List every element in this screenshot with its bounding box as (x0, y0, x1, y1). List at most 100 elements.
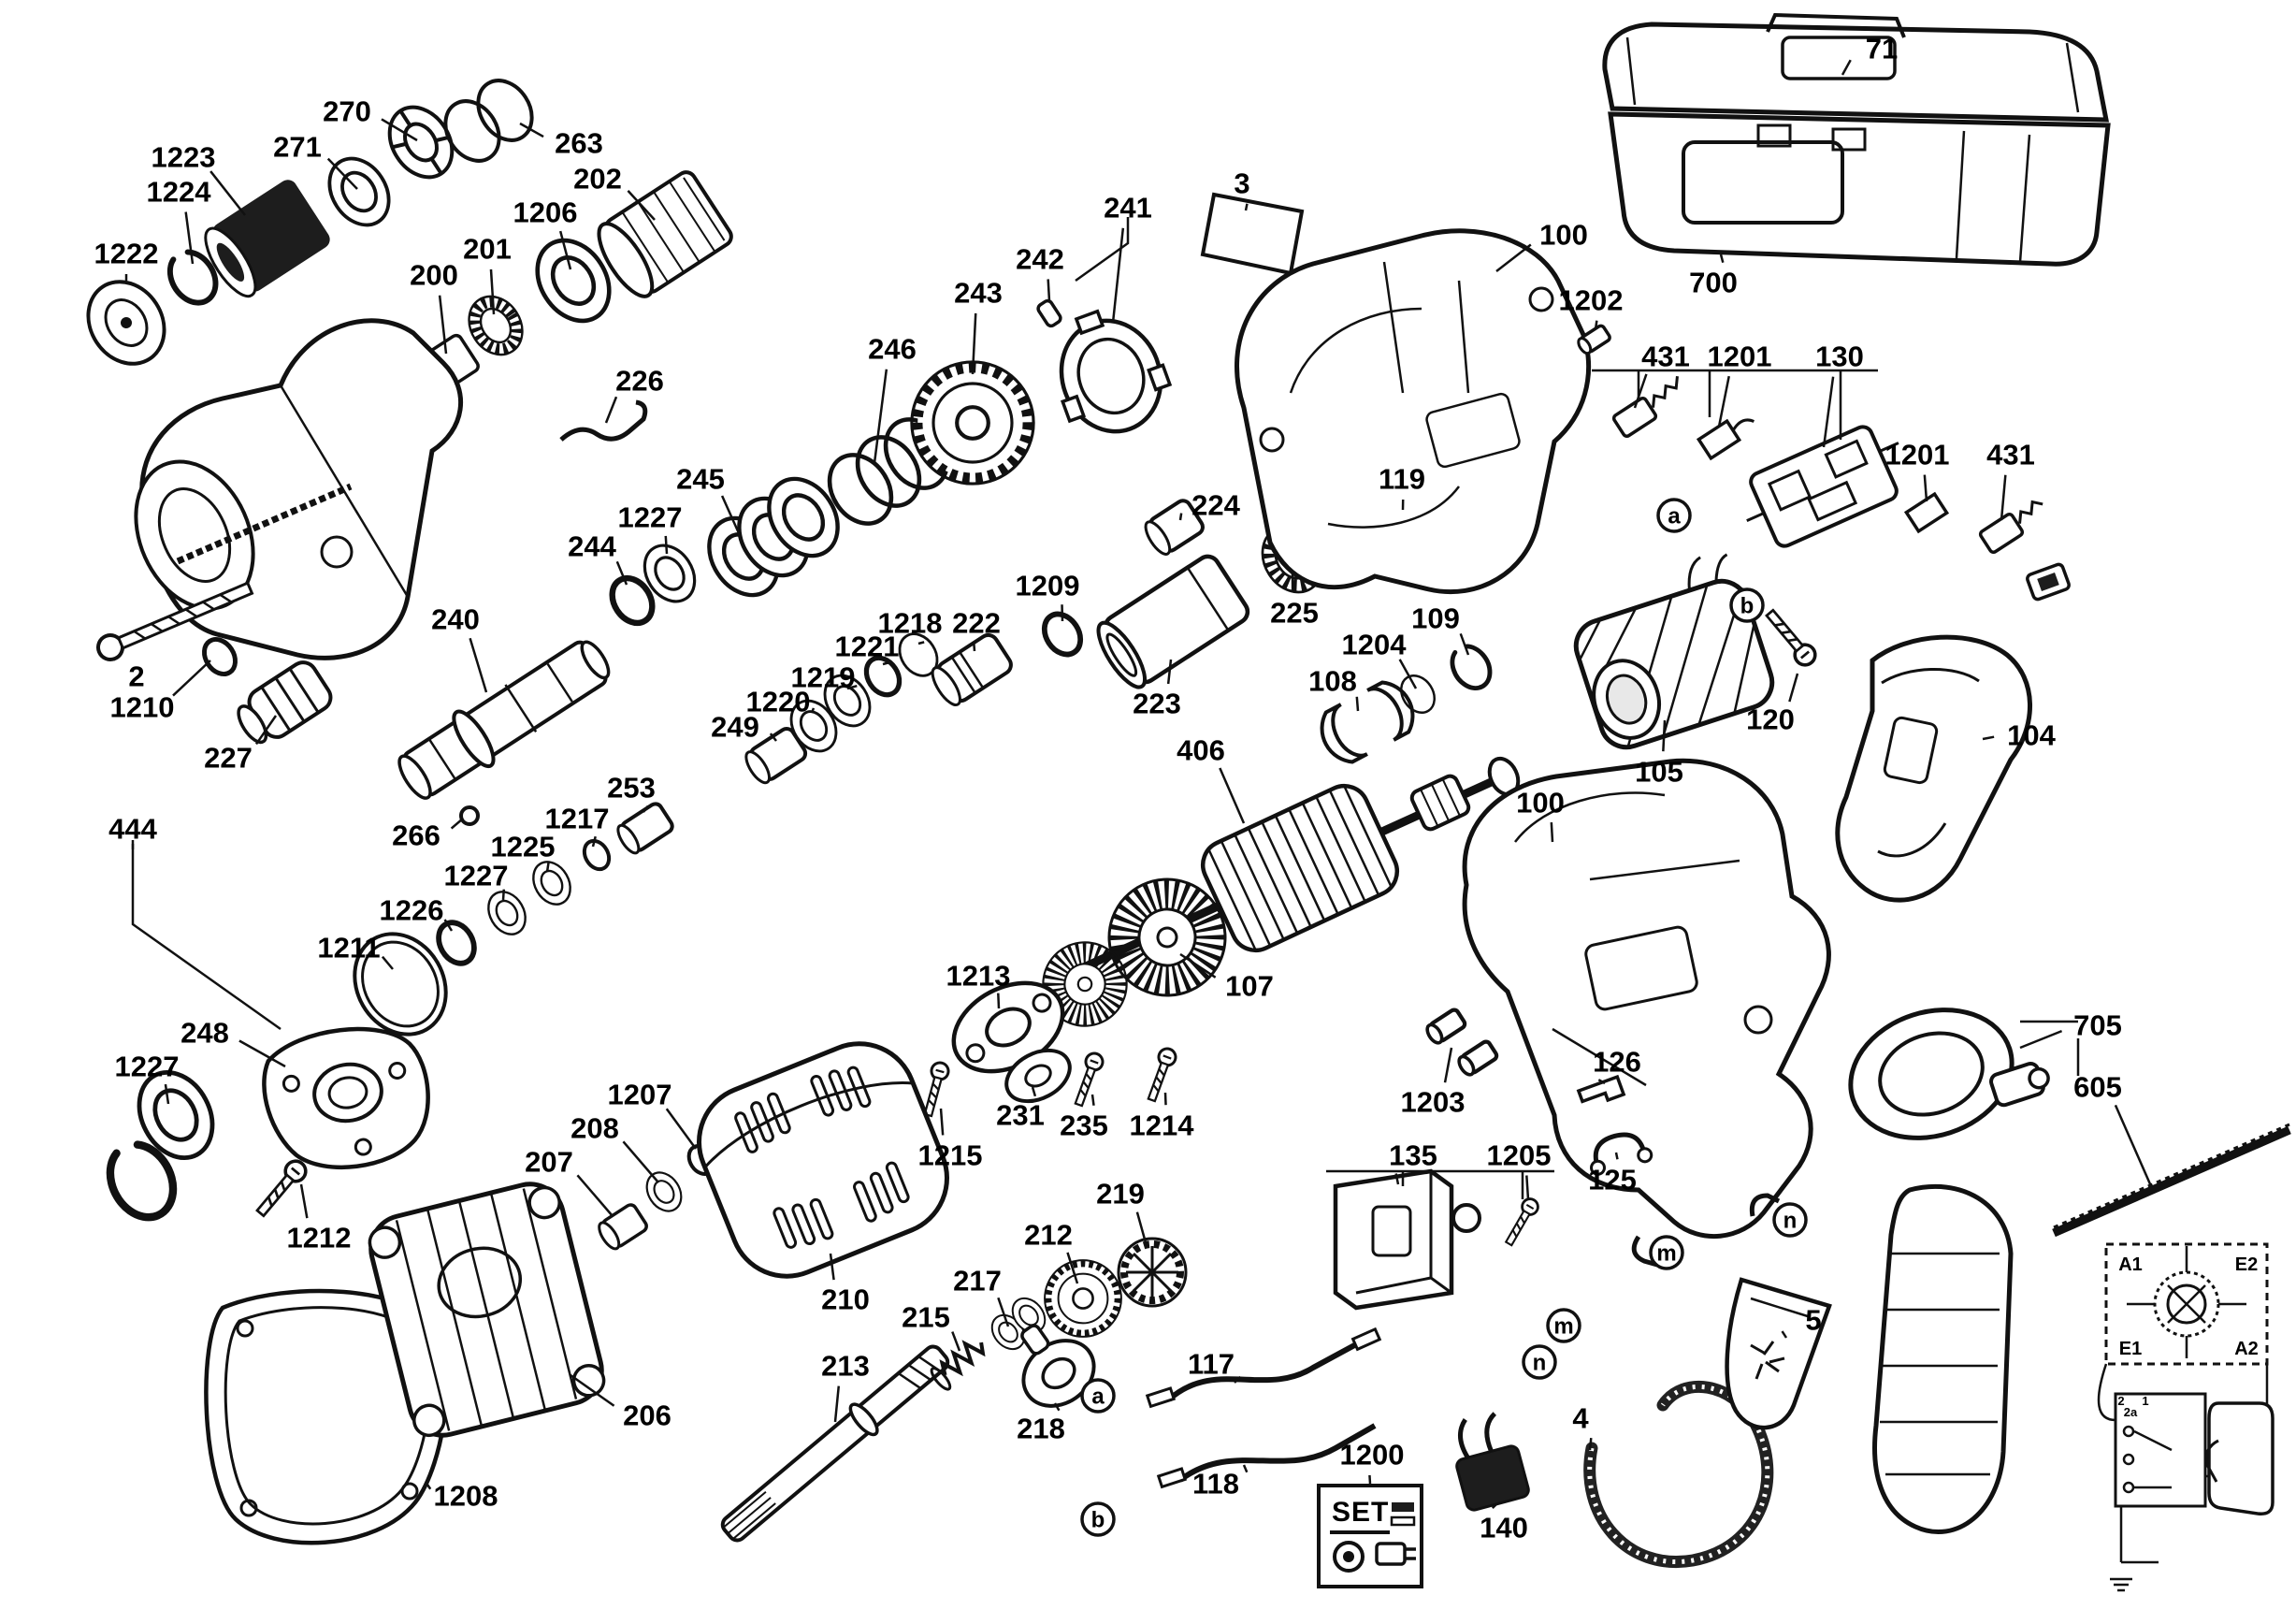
callout-letter-a: a (1091, 1385, 1105, 1410)
leader-line-1227 (164, 1083, 170, 1105)
part-label-235: 235 (1060, 1109, 1108, 1142)
part-226-clip (559, 399, 648, 442)
wiring-label-A2: A2 (2234, 1339, 2259, 1359)
part-label-118: 118 (1192, 1468, 1239, 1501)
callout-circle-a (1656, 498, 1692, 533)
part-label-100: 100 (1516, 787, 1565, 819)
leader-line-705 (2019, 1029, 2063, 1050)
part-label-700: 700 (1689, 267, 1738, 299)
part-label-207: 207 (525, 1146, 573, 1179)
part-label-126: 126 (1593, 1046, 1641, 1079)
part-label-271: 271 (273, 131, 322, 164)
leader-line-227 (254, 715, 278, 746)
part-227-boot (237, 660, 333, 745)
leader-line-5 (1781, 1330, 1788, 1339)
part-label-3: 3 (1234, 167, 1249, 200)
leader-line-130 (1822, 376, 1835, 448)
part-100-housing-top (1235, 228, 1592, 595)
leader-line-212 (1066, 1252, 1079, 1284)
part-label-226: 226 (615, 365, 664, 398)
part-2-screw (96, 581, 254, 661)
leader-line-242 (1047, 279, 1051, 302)
part-243-gear (912, 362, 1033, 484)
part-1227-ring-c (480, 884, 534, 942)
leader-line-431 (1633, 373, 1648, 409)
part-label-140: 140 (1480, 1512, 1528, 1544)
part-label-1227: 1227 (444, 860, 509, 892)
part-label-125: 125 (1588, 1164, 1637, 1196)
part-label-1225: 1225 (491, 831, 556, 863)
part-5-cord-guard (1725, 1277, 1832, 1430)
leader-line-104 (1982, 735, 1995, 741)
part-label-1204: 1204 (1342, 629, 1408, 661)
leader-line-1213 (997, 993, 1001, 1009)
part-label-406: 406 (1177, 734, 1225, 767)
part-223-cylinder (1096, 554, 1250, 689)
leader-line-1212 (299, 1183, 309, 1219)
part-label-217: 217 (953, 1265, 1002, 1298)
part-125-clamp (1590, 1132, 1653, 1176)
part-label-1221: 1221 (835, 631, 900, 663)
leader-line-1203 (1443, 1047, 1453, 1083)
part-label-227: 227 (204, 742, 253, 775)
part-4-cord (1583, 1380, 1774, 1568)
part-118-wire (1156, 1423, 1377, 1489)
leader-line-108 (1355, 696, 1360, 712)
leader-line-253 (643, 805, 649, 813)
leader-line-271 (326, 157, 358, 190)
part-label-263: 263 (555, 127, 603, 160)
part-m-hook (1631, 1235, 1658, 1268)
part-label-1223: 1223 (152, 141, 216, 174)
part-label-240: 240 (431, 603, 480, 636)
leader-lines (112, 59, 2153, 1509)
wiring-label-E2: E2 (2235, 1254, 2258, 1275)
callout-letter-b: b (1091, 1508, 1105, 1533)
part-104-handle (1835, 634, 2032, 903)
part-1200-set-kit (1317, 1484, 1423, 1588)
part-135-switch (1333, 1168, 1481, 1311)
leader-line-219 (1135, 1211, 1148, 1247)
leader-line-3 (1244, 203, 1249, 211)
part-1211-ring (353, 932, 448, 1037)
leader-line-218 (1053, 1402, 1061, 1412)
part-label-5: 5 (1805, 1304, 1821, 1337)
callout-letter-b: b (1740, 594, 1754, 619)
callout-letter-a: a (1668, 504, 1681, 529)
part-nose-housing (134, 318, 464, 660)
leader-line-1223 (209, 170, 246, 216)
callout-circle-b (1729, 587, 1765, 623)
part-208-washer (639, 1165, 689, 1219)
part-label-1227: 1227 (618, 501, 683, 534)
callout-letter-n: n (1783, 1209, 1798, 1234)
leader-line-1227 (501, 889, 506, 901)
part-label-244: 244 (568, 530, 616, 563)
part-label-243: 243 (954, 277, 1003, 310)
part-224-sleeve (1144, 499, 1205, 556)
leader-line-1206 (558, 230, 572, 270)
part-140-connector (1455, 1412, 1530, 1512)
part-label-206: 206 (623, 1399, 671, 1432)
part-label-1214: 1214 (1130, 1109, 1195, 1142)
part-270-lock-washer (387, 105, 455, 180)
part-253-striker (616, 802, 674, 855)
part-label-222: 222 (952, 607, 1001, 640)
part-label-1219: 1219 (791, 661, 856, 694)
leader-line-406 (1219, 767, 1246, 824)
leader-line-120 (1788, 673, 1799, 703)
part-label-431: 431 (1986, 439, 2035, 471)
part-label-1224: 1224 (147, 176, 212, 209)
part-label-71: 71 (1866, 33, 1898, 65)
leader-line-1215 (939, 1108, 945, 1136)
part-label-1211: 1211 (317, 932, 380, 964)
part-label-231: 231 (996, 1099, 1045, 1132)
leader-line-1226 (443, 919, 454, 932)
leader-brackets (131, 217, 2080, 1199)
leader-line-200 (438, 295, 448, 355)
part-label-100: 100 (1539, 219, 1588, 252)
leader-line-223 (1166, 659, 1173, 685)
part-105-stator (1573, 553, 1775, 750)
part-label-246: 246 (868, 333, 917, 366)
callout-letter-m: m (1656, 1241, 1676, 1267)
leader-line-202 (627, 190, 656, 221)
